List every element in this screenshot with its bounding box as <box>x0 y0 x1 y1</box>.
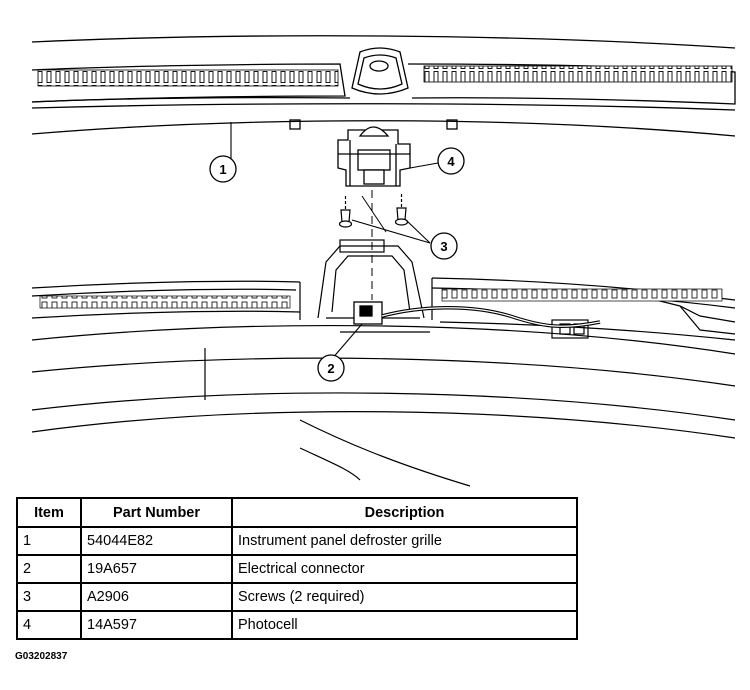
table-row: 3 A2906 Screws (2 required) <box>16 582 578 612</box>
grille-slots-left <box>37 69 339 87</box>
cell-item: 4 <box>16 610 82 640</box>
cell-part-number: 54044E82 <box>80 526 233 556</box>
grille-slots-right <box>423 65 733 83</box>
callout-4: 4 <box>437 147 465 175</box>
cell-item: 3 <box>16 582 82 612</box>
photocell <box>337 126 411 187</box>
cell-item: 1 <box>16 526 82 556</box>
cell-part-number: 14A597 <box>80 610 233 640</box>
header-part-number: Part Number <box>80 497 233 528</box>
cell-description: Screws (2 required) <box>231 582 578 612</box>
header-item: Item <box>16 497 82 528</box>
instrument-panel <box>31 239 736 487</box>
screw-left <box>338 196 353 228</box>
panel-slots-left <box>39 295 291 309</box>
callout-2: 2 <box>317 354 345 382</box>
leader-lines <box>230 122 439 361</box>
defroster-grille <box>31 35 736 137</box>
callout-1: 1 <box>209 155 237 183</box>
callout-3: 3 <box>430 232 458 260</box>
figure-id: G03202837 <box>15 651 68 662</box>
electrical-connector <box>353 301 601 328</box>
svg-text:4: 4 <box>447 154 455 169</box>
assembly-guide-line <box>361 195 387 233</box>
cell-description: Instrument panel defroster grille <box>231 526 578 556</box>
table-row: 1 54044E82 Instrument panel defroster gr… <box>16 526 578 556</box>
svg-text:1: 1 <box>219 162 226 177</box>
exploded-view-diagram: 1 4 3 2 <box>31 35 736 487</box>
table-row: 2 19A657 Electrical connector <box>16 554 578 584</box>
header-description: Description <box>231 497 578 528</box>
svg-text:3: 3 <box>440 239 447 254</box>
panel-slots-right <box>441 288 723 302</box>
cell-item: 2 <box>16 554 82 584</box>
cell-description: Photocell <box>231 610 578 640</box>
parts-table: Item Part Number Description 1 54044E82 … <box>16 497 578 640</box>
cell-part-number: A2906 <box>80 582 233 612</box>
svg-text:2: 2 <box>327 361 334 376</box>
cell-description: Electrical connector <box>231 554 578 584</box>
table-row: 4 14A597 Photocell <box>16 610 578 640</box>
table-header-row: Item Part Number Description <box>16 497 578 528</box>
cell-part-number: 19A657 <box>80 554 233 584</box>
